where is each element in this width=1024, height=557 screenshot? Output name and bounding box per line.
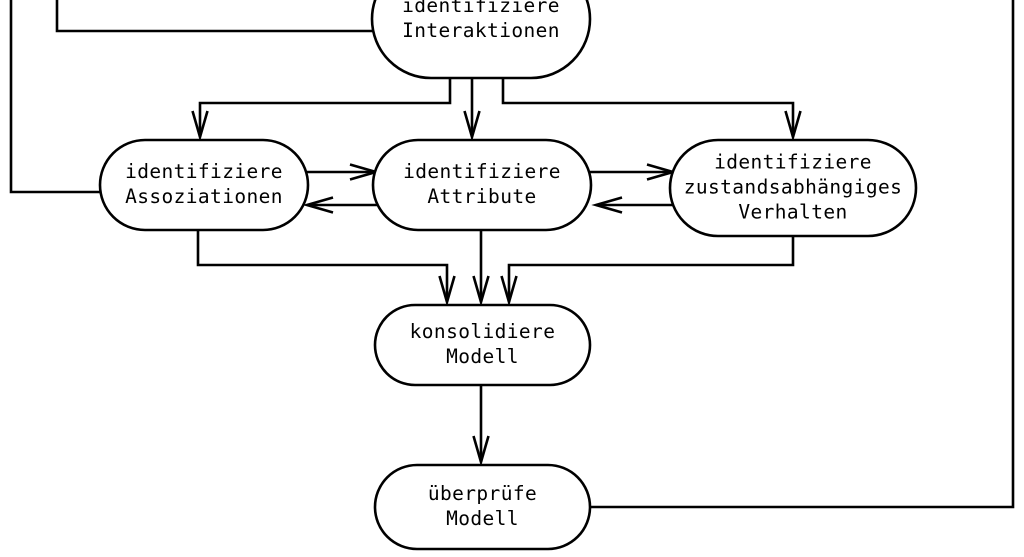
edge-offscreen-feedback-to-interaktionen — [55, 0, 374, 33]
node-label-attribute-line-0: identifiziere — [403, 160, 561, 183]
edge-attribute-to-verhalten — [589, 163, 678, 181]
node-shape-ueberpruefe — [373, 463, 592, 551]
node-label-verhalten-line-2: Verhalten — [738, 201, 847, 224]
node-label-konsolidiere-line-1: Modell — [446, 345, 519, 368]
arrowhead — [472, 435, 490, 467]
edge-verhalten-to-attribute — [591, 196, 680, 214]
nodes-layer: identifiziereInteraktionenidentifiziereA… — [98, 0, 918, 551]
edge-konsolidiere-to-ueberpruefe — [472, 386, 490, 467]
node-shape-interaktionen — [370, 0, 592, 80]
node-label-ueberpruefe-line-1: Modell — [446, 507, 519, 530]
node-label-assoziationen-line-1: Assoziationen — [125, 185, 283, 208]
node-label-verhalten-line-0: identifiziere — [714, 151, 872, 174]
arrowhead — [463, 110, 481, 142]
edge-ueberpruefe-feedback-right — [590, 0, 1015, 509]
arrowhead — [500, 275, 518, 307]
edge-attribute-to-assoziationen — [302, 196, 383, 214]
node-label-assoziationen-line-0: identifiziere — [125, 160, 283, 183]
node-label-verhalten-line-1: zustandsabhängiges — [684, 176, 903, 199]
node-shape-konsolidiere — [373, 303, 592, 387]
node-shape-assoziationen — [98, 138, 310, 232]
arrowhead — [302, 196, 334, 214]
edge-assoziationen-to-konsolidiere — [196, 231, 456, 307]
edge-assoziationen-to-attribute — [300, 163, 381, 181]
arrowhead — [784, 110, 802, 142]
edge-interaktionen-to-assoziationen — [191, 78, 452, 142]
edge-interaktionen-to-verhalten — [501, 78, 802, 142]
edge-interaktionen-to-attribute — [463, 78, 481, 142]
arrowhead — [472, 275, 490, 307]
arrowhead — [438, 275, 456, 307]
edges-layer — [9, 0, 1015, 509]
node-label-interaktionen-line-1: Interaktionen — [402, 19, 560, 42]
edge-offscreen-feedback-to-assoziationen — [9, 0, 103, 194]
edge-verhalten-to-konsolidiere — [500, 237, 795, 307]
node-label-konsolidiere-line-0: konsolidiere — [410, 320, 556, 343]
node-shape-attribute — [371, 138, 593, 232]
node-label-attribute-line-1: Attribute — [427, 185, 536, 208]
arrowhead — [191, 110, 209, 142]
arrowhead — [591, 196, 623, 214]
edge-attribute-to-konsolidiere — [472, 231, 490, 307]
node-label-interaktionen-line-0: identifiziere — [402, 0, 560, 17]
node-shape-verhalten — [668, 138, 918, 238]
node-label-ueberpruefe-line-0: überprüfe — [428, 482, 537, 505]
